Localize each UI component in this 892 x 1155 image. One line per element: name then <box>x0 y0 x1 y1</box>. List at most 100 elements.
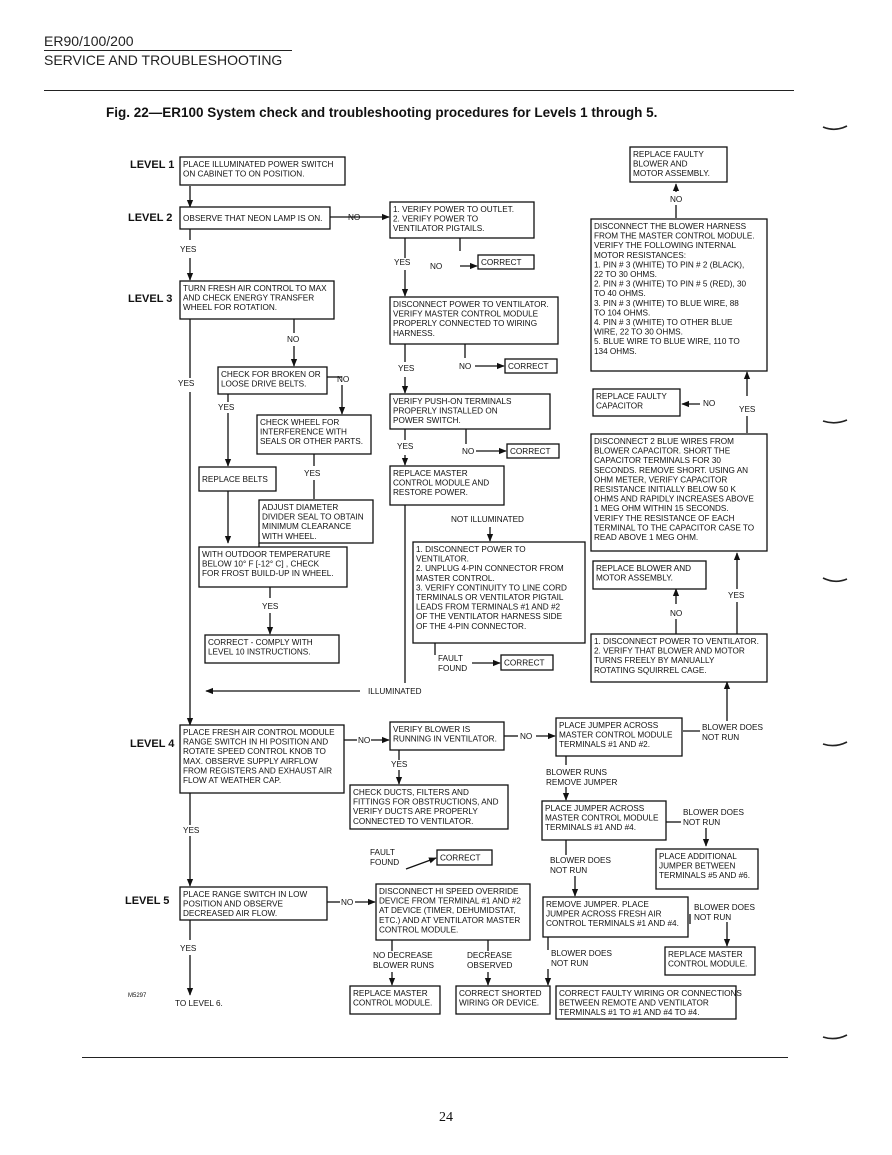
box-frame <box>179 156 346 186</box>
box-frame <box>500 654 554 671</box>
box-text-line: TO 40 OHMS. <box>594 289 646 298</box>
box-text-line: 5. BLUE WIRE TO BLUE WIRE, 110 TO <box>594 337 740 346</box>
box-text-line: VENTILATOR. <box>416 555 469 564</box>
label-blower-does: BLOWER DOES <box>694 903 756 912</box>
level-3-label: LEVEL 3 <box>128 293 172 305</box>
label-found: FOUND <box>438 664 467 673</box>
box-text-line: RANGE SWITCH IN HI POSITION AND <box>183 738 328 747</box>
box-text-line: 4. PIN # 3 (WHITE) TO OTHER BLUE <box>594 318 733 327</box>
box-text-line: MASTER CONTROL MODULE <box>545 814 659 823</box>
label-yes: YES <box>391 760 408 769</box>
box-text-line: CORRECT <box>510 447 550 456</box>
box-frame <box>349 784 509 830</box>
box-text-line: FROM REGISTERS AND EXHAUST AIR <box>183 766 332 775</box>
label-no: NO <box>358 736 370 745</box>
box-text-line: CORRECT <box>440 854 480 863</box>
label-not-run: NOT RUN <box>702 733 739 742</box>
box-text-line: OBSERVE THAT NEON LAMP IS ON. <box>183 214 322 223</box>
flowchart-box: DISCONNECT POWER TO VENTILATOR.VERIFY MA… <box>389 296 559 345</box>
figure-code: M5297 <box>128 993 147 999</box>
box-frame <box>592 560 707 590</box>
flowchart-box: CORRECT <box>506 443 560 459</box>
label-yes: YES <box>183 826 200 835</box>
label-not-run: NOT RUN <box>683 818 720 827</box>
label-to-level-6: TO LEVEL 6. <box>175 999 223 1008</box>
box-frame <box>256 414 372 455</box>
box-text-line: AT DEVICE (TIMER, DEHUMIDSTAT, <box>379 906 516 915</box>
label-no: NO <box>341 898 353 907</box>
box-text-line: TO 104 OHMS. <box>594 308 650 317</box>
box-text-line: CORRECT <box>508 362 548 371</box>
box-frame <box>664 946 756 976</box>
box-frame <box>555 985 737 1020</box>
box-text-line: OHM METER, VERIFY CAPACITOR <box>594 475 727 484</box>
box-frame <box>198 546 348 588</box>
box-text-line: DISCONNECT THE BLOWER HARNESS <box>594 222 747 231</box>
box-frame <box>179 206 331 230</box>
label-illuminated: ILLUMINATED <box>368 687 422 696</box>
box-text-line: ON CABINET TO ON POSITION. <box>183 170 304 179</box>
box-text-line: ROTATING SQUIRREL CAGE. <box>594 666 707 675</box>
label-no: NO <box>462 447 474 456</box>
box-text-line: FLOW AT WEATHER CAP. <box>183 776 281 785</box>
figure-caption: Fig. 22—ER100 System check and troublesh… <box>106 105 658 120</box>
label-fault: FAULT <box>438 654 463 663</box>
box-text-line: MASTER CONTROL. <box>416 574 495 583</box>
label-blower-does: BLOWER DOES <box>550 856 612 865</box>
box-text-line: 134 OHMS. <box>594 347 637 356</box>
box-frame <box>389 465 505 506</box>
box-text-line: MOTOR ASSEMBLY. <box>596 574 673 583</box>
margin-mark <box>822 1034 848 1040</box>
box-text-line: INTERFERENCE WITH <box>260 428 347 437</box>
label-decrease: DECREASE <box>467 951 513 960</box>
box-frame <box>198 466 277 492</box>
box-text-line: HARNESS. <box>393 329 435 338</box>
box-text-line: READ ABOVE 1 MEG OHM. <box>594 533 698 542</box>
flowchart-box: REPLACE BELTS <box>198 466 277 492</box>
box-text-line: PLACE JUMPER ACROSS <box>545 804 645 813</box>
flowchart-box: CORRECT FAULTY WIRING OR CONNECTIONSBETW… <box>555 985 742 1020</box>
label-blower-runs: BLOWER RUNS <box>546 768 607 777</box>
label-no: NO <box>430 262 442 271</box>
box-text-line: AND CHECK ENERGY TRANSFER <box>183 294 314 303</box>
box-text-line: CONTROL MODULE. <box>668 960 747 969</box>
box-text-line: PROPERLY CONNECTED TO WIRING <box>393 319 537 328</box>
label-yes: YES <box>398 364 415 373</box>
margin-mark <box>822 125 848 131</box>
box-text-line: REPLACE FAULTY <box>596 392 667 401</box>
box-text-line: POWER SWITCH. <box>393 416 461 425</box>
box-text-line: WIRE, 22 TO 30 OHMS. <box>594 328 683 337</box>
box-text-line: VERIFY BLOWER IS <box>393 725 471 734</box>
label-blower-does: BLOWER DOES <box>683 808 745 817</box>
label-yes: YES <box>218 403 235 412</box>
box-text-line: CORRECT <box>481 258 521 267</box>
box-frame <box>477 254 535 270</box>
box-text-line: 2. VERIFY THAT BLOWER AND MOTOR <box>594 647 745 656</box>
box-text-line: OHMS AND RAPIDLY INCREASES ABOVE <box>594 495 754 504</box>
box-text-line: 3. VERIFY CONTINUITY TO LINE CORD <box>416 583 567 592</box>
box-text-line: VERIFY THE FOLLOWING INTERNAL <box>594 241 737 250</box>
box-text-line: MASTER CONTROL MODULE <box>559 731 673 740</box>
box-text-line: PLACE JUMPER ACROSS <box>559 721 659 730</box>
header-rule <box>44 50 292 51</box>
box-text-line: CAPACITOR TERMINALS FOR 30 <box>594 456 721 465</box>
box-text-line: 1 MEG OHM WITHIN 15 SECONDS. <box>594 504 729 513</box>
label-observed: OBSERVED <box>467 961 512 970</box>
box-text-line: DEVICE FROM TERMINAL #1 AND #2 <box>379 897 521 906</box>
level-5-label: LEVEL 5 <box>125 895 169 907</box>
box-text-line: CONTROL MODULE AND <box>393 479 489 488</box>
box-text-line: FOR FROST BUILD-UP IN WHEEL. <box>202 569 334 578</box>
box-text-line: FITTINGS FOR OBSTRUCTIONS, AND <box>353 798 499 807</box>
box-text-line: WITH WHEEL. <box>262 532 317 541</box>
box-text-line: JUMPER BETWEEN <box>659 862 736 871</box>
box-text-line: CHECK FOR BROKEN OR <box>221 370 321 379</box>
